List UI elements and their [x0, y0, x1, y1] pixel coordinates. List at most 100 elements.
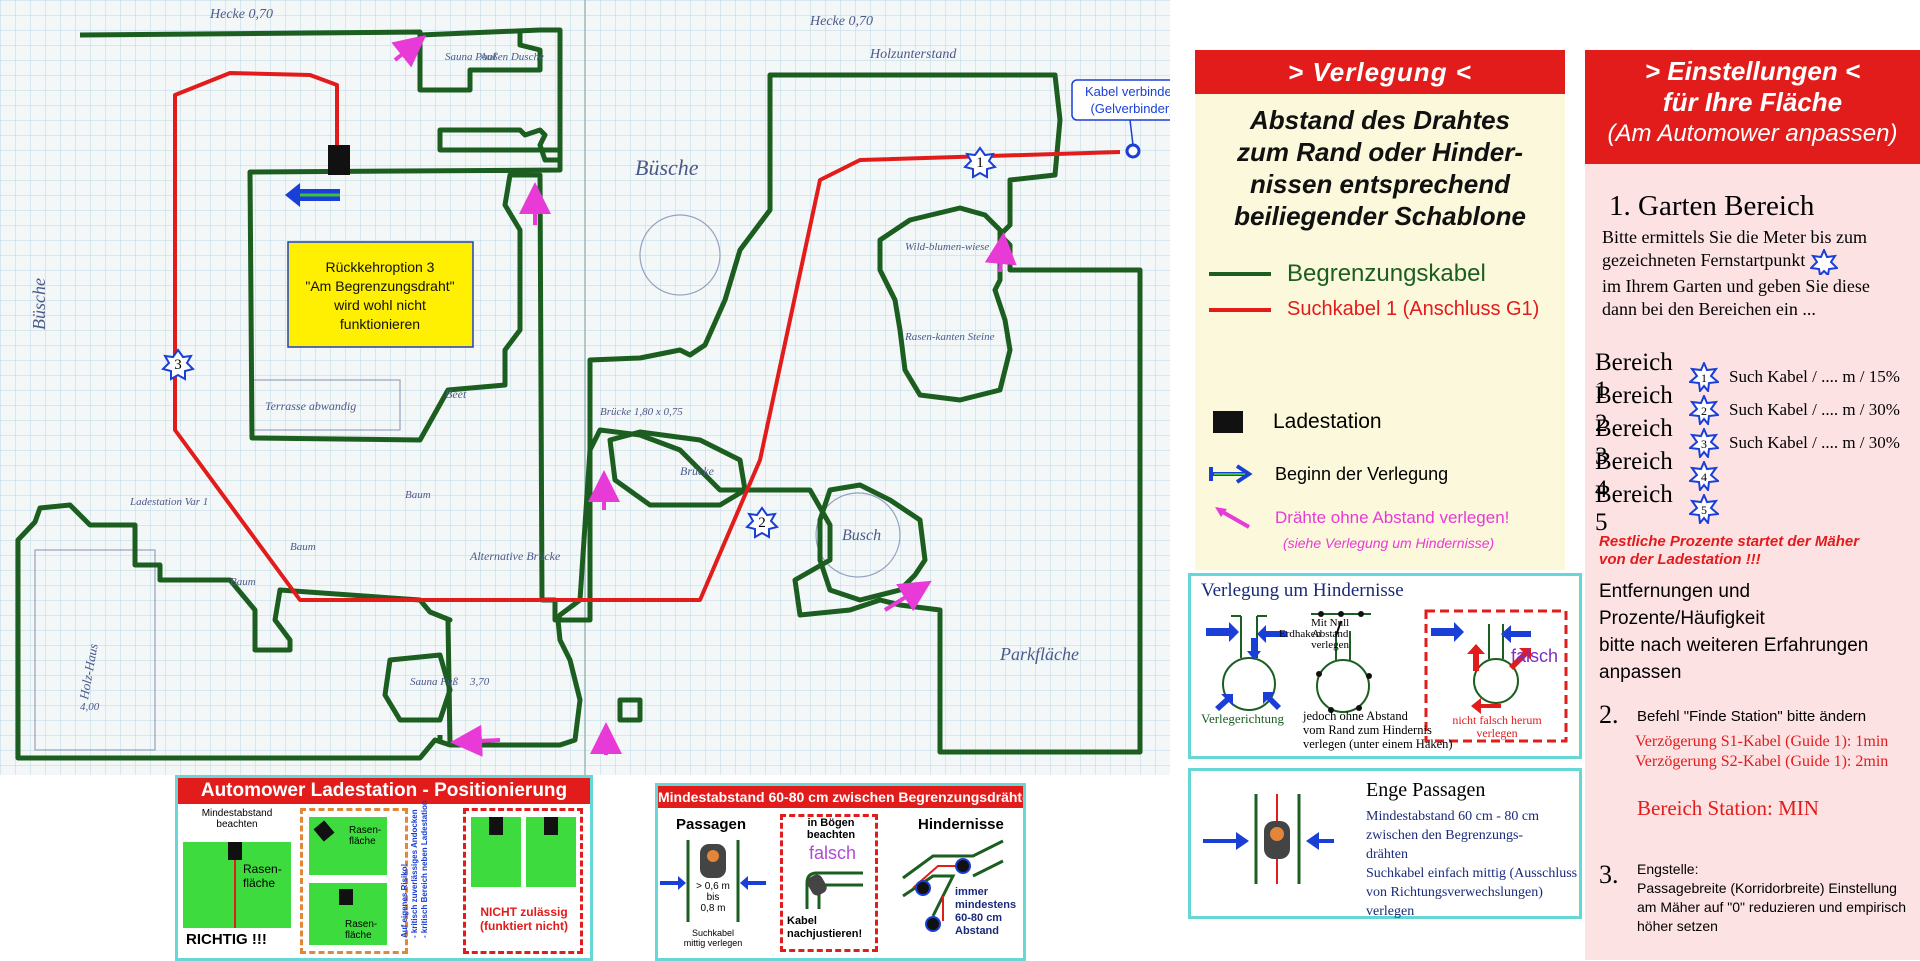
- hindernisse-box: Verlegung um Hindernisse: [1188, 573, 1582, 759]
- svg-text:Rückkehroption 3: Rückkehroption 3: [326, 259, 435, 275]
- svg-text:3: 3: [174, 357, 182, 373]
- bereich-row: Bereich 3 3 Such Kabel / .... m / 30%: [1595, 414, 1900, 470]
- passagen-box: Enge Passagen Mindestabstand 60 cm - 80 …: [1188, 768, 1582, 919]
- hindernisse-title: Verlegung um Hindernisse: [1201, 580, 1404, 601]
- einstellungen-title: > Einstellungen < für Ihre Fläche (Am Au…: [1585, 50, 1920, 164]
- green-line-icon: [1209, 272, 1271, 276]
- label-bruecke-h: Brücke 1,80 x 0,75: [600, 406, 683, 418]
- garten-text: Bitte ermittels Sie die Meter bis zum ge…: [1602, 227, 1870, 319]
- label-busch: Busch: [842, 527, 881, 544]
- label-baum-2: Baum: [290, 541, 316, 553]
- magenta-arrow-icon: [1215, 507, 1250, 529]
- label-rasen-steine: Rasen-kanten Steine: [904, 331, 995, 343]
- svg-text:1: 1: [1701, 371, 1707, 385]
- label-sauna: Sauna Pool: [445, 51, 496, 63]
- label-hecke-left: Hecke 0,70: [209, 7, 273, 22]
- label-ladestation-var: Ladestation Var 1: [129, 496, 208, 508]
- label-alternative-bruecke: Alternative Brücke: [469, 549, 561, 563]
- legend-beginn: Beginn der Verlegung: [1209, 462, 1448, 486]
- star-3-icon: 3: [1689, 427, 1719, 458]
- svg-text:2: 2: [1701, 404, 1707, 418]
- charging-station-icon: [1213, 411, 1243, 433]
- falsch-label: falsch: [809, 843, 857, 863]
- star-4-icon: 4: [1689, 460, 1719, 491]
- star-1-icon: 1: [1689, 361, 1719, 392]
- svg-text:4: 4: [1701, 470, 1707, 484]
- marker-1-icon: 1: [963, 146, 997, 179]
- svg-text:Kabel verbinden: Kabel verbinden: [1085, 84, 1170, 99]
- legend-begrenzung: Begrenzungskabel: [1209, 260, 1486, 288]
- cable-connector-icon: [1125, 143, 1141, 159]
- bereiche-list: Bereich 1 1 Such Kabel / .... m / 15% Be…: [1595, 348, 1920, 536]
- label-hecke-right: Hecke 0,70: [809, 14, 873, 29]
- obstacle-icon: [902, 839, 1004, 932]
- legend-draehte: Drähte ohne Abstand verlegen!: [1209, 505, 1509, 531]
- svg-text:2: 2: [758, 515, 766, 531]
- label-holzunterstand: Holzunterstand: [869, 47, 957, 62]
- bereich-row: Bereich 2 2 Such Kabel / .... m / 30%: [1595, 381, 1900, 437]
- star-5-icon: 5: [1689, 493, 1719, 524]
- bereich-row: Bereich 1 1 Such Kabel / .... m / 15%: [1595, 348, 1900, 404]
- verlegung-panel: > Verlegung < Abstand des Drahtes zum Ra…: [1195, 50, 1565, 570]
- svg-text:3: 3: [1701, 437, 1707, 451]
- yellow-note: Rückkehroption 3 "Am Begrenzungsdraht" w…: [287, 241, 474, 348]
- richtig-text: RICHTIG !!!: [186, 931, 267, 948]
- verlegerichtung-text: Verlegerichtung: [1201, 711, 1285, 726]
- svg-text:"Am Begrenzungsdraht": "Am Begrenzungsdraht": [305, 278, 454, 294]
- charging-station-marker: [328, 145, 350, 175]
- marker-2-icon: 2: [745, 506, 779, 539]
- svg-text:funktionieren: funktionieren: [340, 316, 420, 332]
- poster-mindestabstand-title: Mindestabstand 60-80 cm zwischen Begrenz…: [658, 786, 1023, 808]
- star-marker-icon: [1808, 247, 1840, 278]
- befehl-text: Befehl "Finde Station" bitte ändern: [1637, 708, 1867, 725]
- label-dist-370: 3,70: [469, 676, 490, 688]
- falsch-text: falsch: [1511, 646, 1559, 666]
- label-baum-1: Baum: [405, 489, 431, 501]
- boundary-cable: [15, 27, 1143, 761]
- svg-text:5: 5: [1701, 503, 1707, 517]
- legend-suchkabel: Suchkabel 1 (Anschluss G1): [1209, 298, 1539, 321]
- garden-map: 1 2 3 Hecke 0,70 Hecke 0,70 Holzuntersta…: [0, 0, 1170, 775]
- bereich-station-text: Bereich Station: MIN: [1637, 796, 1819, 820]
- label-sauna-bottom: Sauna Fuß: [410, 676, 458, 688]
- svg-text:wird wohl nicht: wird wohl nicht: [333, 297, 426, 313]
- label-dusche: Außen Dusche: [479, 51, 544, 63]
- start-arrow-icon: [1209, 464, 1253, 484]
- hindernisse-diagram: [1206, 609, 1568, 743]
- marker-3-icon: 3: [161, 348, 195, 381]
- legend-siehe: (siehe Verlegung um Hindernisse): [1283, 535, 1495, 551]
- passagen-label: Passagen: [676, 816, 747, 833]
- label-buesche: Büsche: [635, 155, 699, 180]
- poster-ladestation: Automower Ladestation - Positionierung M…: [175, 775, 593, 961]
- befehl-num: 2.: [1599, 700, 1619, 729]
- red-line-icon: [1209, 307, 1271, 312]
- svg-text:(Gelverbinder): (Gelverbinder): [1090, 101, 1170, 116]
- poster-ladestation-title: Automower Ladestation - Positionierung: [178, 778, 590, 804]
- search-cable: [173, 71, 1121, 602]
- label-bruecke: Brücke: [680, 464, 715, 478]
- star-2-icon: 2: [1689, 394, 1719, 425]
- nicht-zulaessig-image: NICHT zulässig(funktiert nicht): [463, 808, 583, 954]
- label-buesche-left: Büsche: [29, 278, 49, 330]
- bereich-row: Bereich 5 5: [1595, 481, 1920, 536]
- label-wildblumen: Wild-blumen-wiese: [905, 241, 989, 253]
- engstelle-num: 3.: [1599, 860, 1619, 889]
- mower-passage-icon: [1203, 794, 1334, 884]
- svg-text:1: 1: [976, 155, 984, 171]
- label-baum-3: Baum: [230, 576, 256, 588]
- hindernisse-label: Hindernisse: [918, 816, 1004, 833]
- kabel-verbinden-note: Kabel verbinden (Gelverbinder): [1071, 79, 1170, 146]
- passagen-title: Enge Passagen: [1366, 779, 1486, 801]
- legend-ladestation: Ladestation: [1209, 410, 1382, 434]
